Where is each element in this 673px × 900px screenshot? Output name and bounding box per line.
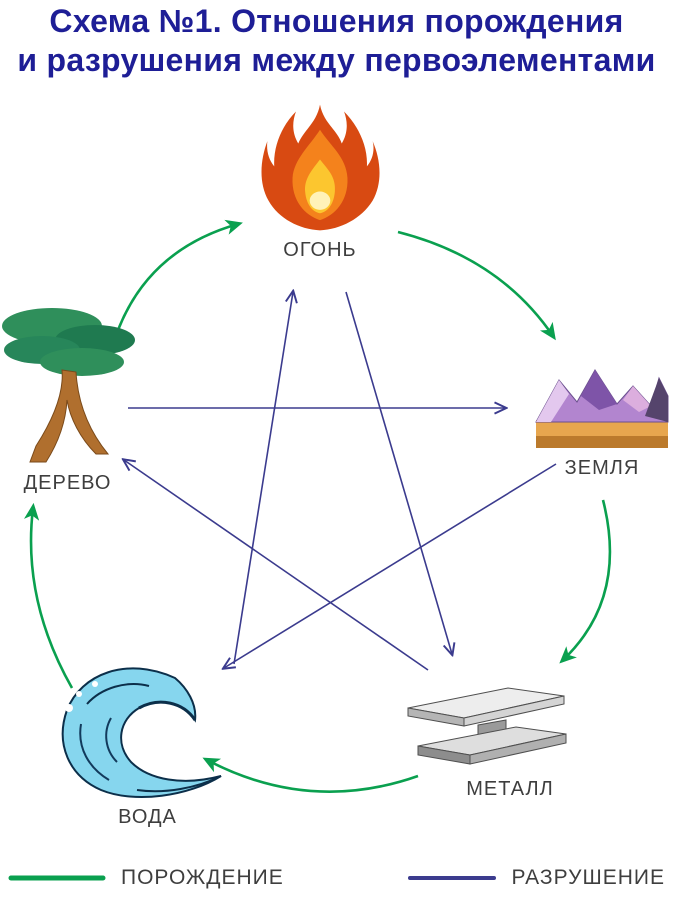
destruction-line-icon	[407, 876, 496, 880]
destruction-arrow-fire-metal	[345, 291, 452, 654]
metal-beam-icon	[407, 687, 567, 765]
flame-shape	[261, 104, 380, 231]
node-label-earth: ЗЕМЛЯ	[564, 457, 640, 479]
node-wood: ДЕРЕВО	[0, 300, 135, 495]
node-metal: МЕТАЛЛ	[390, 682, 568, 801]
page-title: Схема №1. Отношения порождения и разруше…	[0, 2, 673, 80]
node-label-metal: МЕТАЛЛ	[466, 778, 554, 800]
node-water: ВОДА	[55, 662, 240, 829]
generation-arrow-water-wood	[23, 502, 74, 689]
wood-tree-icon	[2, 308, 135, 463]
i-beam-shape	[407, 687, 567, 765]
node-label-fire: ОГОНЬ	[283, 239, 357, 261]
node-label-wood: ДЕРЕВО	[23, 472, 112, 494]
generation-arrow-fire-earth	[397, 230, 556, 341]
generation-arrow-metal-water	[202, 757, 419, 793]
node-earth: ЗЕМЛЯ	[533, 358, 671, 480]
destruction-legend-label: РАЗРУШЕНИЕ	[511, 866, 665, 889]
wave-shape	[61, 667, 222, 799]
mountains-shape	[535, 369, 669, 448]
fire-icon	[261, 104, 380, 231]
water-wave-icon	[61, 667, 222, 799]
title-line-1: Схема №1. Отношения порождения	[49, 3, 624, 39]
generation-arrow-earth-metal	[559, 499, 612, 664]
legend-item-destruction: РАЗРУШЕНИЕ	[407, 866, 665, 890]
generation-line-icon	[8, 875, 106, 881]
destruction-arrow-water-fire	[233, 292, 293, 665]
node-label-water: ВОДА	[118, 806, 177, 828]
title-line-2: и разрушения между первоэлементами	[17, 42, 656, 78]
node-fire: ОГОНЬ	[254, 100, 386, 262]
tree-shape	[2, 308, 135, 463]
earth-mountains-icon	[535, 369, 669, 448]
generation-arrow-wood-fire	[110, 219, 243, 349]
destruction-arrow-metal-wood	[124, 460, 429, 671]
generation-legend-label: ПОРОЖДЕНИЕ	[121, 866, 284, 889]
destruction-arrow-earth-water	[224, 463, 557, 668]
legend: ПОРОЖДЕНИЕ РАЗРУШЕНИЕ	[8, 866, 665, 890]
legend-item-generation: ПОРОЖДЕНИЕ	[8, 866, 284, 890]
